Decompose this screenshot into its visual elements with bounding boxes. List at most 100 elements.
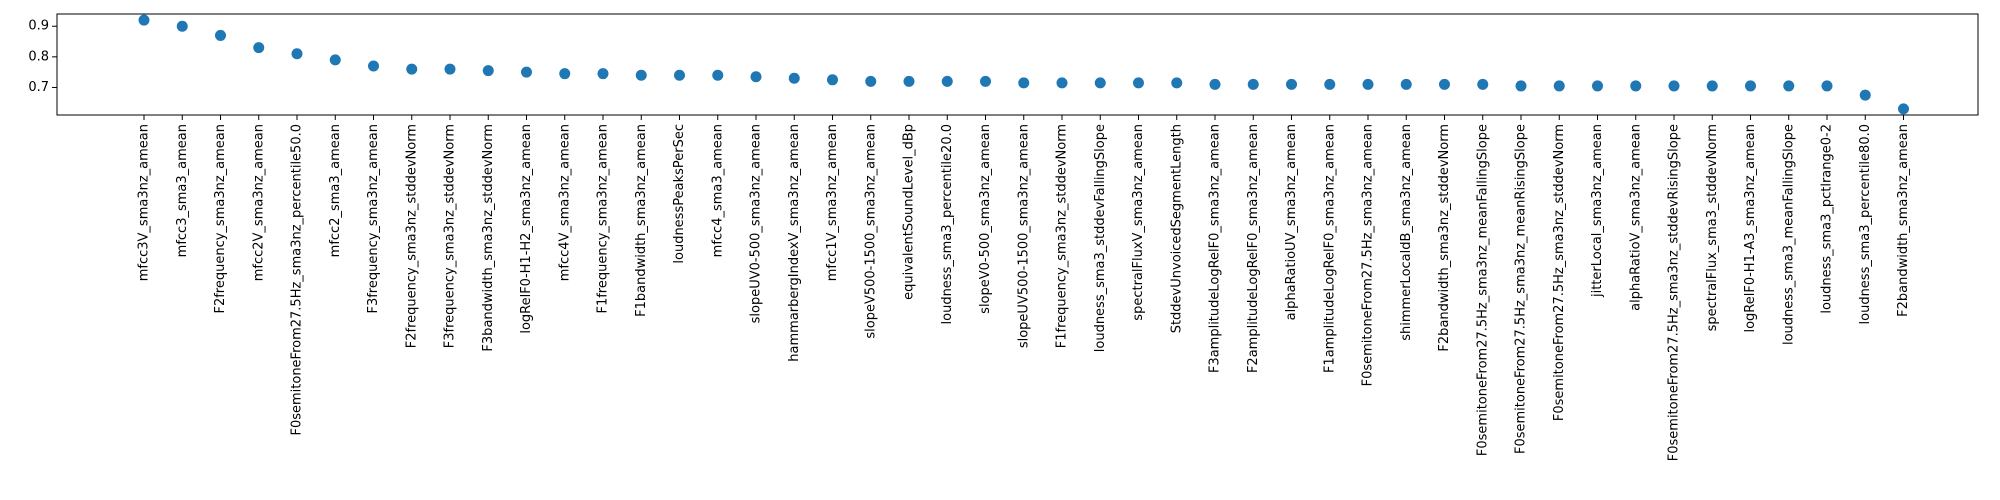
data-point xyxy=(865,75,877,87)
x-tick-label: F0semitoneFrom27.5Hz_sma3nz_stddevNorm xyxy=(1552,124,1567,421)
x-tick-label: F3bandwidth_sma3nz_stddevNorm xyxy=(481,124,496,352)
data-point xyxy=(980,75,991,87)
x-tick-label: mfcc2V_sma3nz_amean xyxy=(251,124,266,281)
x-tick-label: slopeV0-500_sma3nz_amean xyxy=(978,124,993,314)
x-tick-label: loudnessPeaksPerSec xyxy=(672,124,687,264)
x-tick-label: F3frequency_sma3nz_stddevNorm xyxy=(443,124,458,348)
data-point xyxy=(1439,78,1450,90)
data-point xyxy=(635,69,647,81)
data-point xyxy=(253,42,265,54)
data-point xyxy=(368,60,379,72)
data-point xyxy=(329,54,341,66)
data-point xyxy=(1859,89,1871,101)
x-tick-label: F0semitoneFrom27.5Hz_sma3nz_stddevRising… xyxy=(1667,124,1682,461)
x-tick-label: F1frequency_sma3nz_stddevNorm xyxy=(1055,124,1070,348)
data-point xyxy=(1706,80,1718,92)
y-tick-label: 0.9 xyxy=(28,19,49,34)
x-tick-label: F2amplitudeLogRelF0_sma3nz_amean xyxy=(1246,124,1261,373)
x-tick-label: loudness_sma3_percentile20.0 xyxy=(940,124,955,324)
data-point xyxy=(903,75,915,87)
x-tick-label: F1bandwidth_sma3nz_amean xyxy=(634,124,649,317)
x-tick-label: jitterLocal_sma3nz_amean xyxy=(1590,124,1605,298)
data-point xyxy=(291,48,303,60)
x-tick-label: F3amplitudeLogRelF0_sma3nz_amean xyxy=(1208,124,1223,373)
x-tick-label: F0semitoneFrom27.5Hz_sma3nz_meanFallingS… xyxy=(1475,124,1490,456)
x-tick-label: mfcc2_sma3_amean xyxy=(328,124,343,257)
data-point xyxy=(176,20,188,32)
data-point xyxy=(1247,78,1259,90)
data-point xyxy=(941,75,953,87)
x-tick-label: slopeUV0-500_sma3nz_amean xyxy=(749,124,764,323)
data-point xyxy=(444,63,456,75)
data-point xyxy=(521,66,532,78)
data-point xyxy=(1209,78,1221,90)
x-tick-label: mfcc4V_sma3nz_amean xyxy=(557,124,572,281)
x-tick-label: loudness_sma3_meanFallingSlope xyxy=(1781,124,1796,345)
data-point xyxy=(406,63,418,75)
x-tick-label: equivalentSoundLevel_dBp xyxy=(902,124,917,300)
x-tick-label: F2bandwidth_sma3nz_stddevNorm xyxy=(1437,124,1452,352)
data-point xyxy=(1592,80,1603,92)
data-point xyxy=(559,68,571,80)
x-tick-label: mfcc1V_sma3nz_amean xyxy=(825,124,840,281)
x-axis-ticks: mfcc3V_sma3nz_amean mfcc3_sma3_amean F2fre… xyxy=(137,115,1911,461)
data-point xyxy=(827,74,838,86)
data-point xyxy=(1094,77,1106,89)
y-axis-ticks: 0.7 0.8 0.9 xyxy=(28,19,57,95)
data-point xyxy=(1324,78,1336,90)
data-point xyxy=(1668,80,1680,92)
y-tick-label: 0.7 xyxy=(28,80,49,95)
x-tick-label: loudness_sma3_stddevFallingSlope xyxy=(1093,124,1108,352)
data-point xyxy=(1898,103,1909,115)
x-tick-label: mfcc3_sma3_amean xyxy=(175,124,190,257)
data-point xyxy=(1362,78,1374,90)
data-point xyxy=(1477,78,1489,90)
data-point xyxy=(597,68,609,80)
x-tick-label: logRelF0-H1-A3_sma3nz_amean xyxy=(1743,124,1758,333)
data-point xyxy=(750,71,762,83)
data-point xyxy=(674,69,685,81)
data-point xyxy=(1821,80,1833,92)
x-tick-label: mfcc3V_sma3nz_amean xyxy=(137,124,152,281)
data-point xyxy=(1056,77,1068,89)
x-tick-label: logRelF0-H1-H2_sma3nz_amean xyxy=(519,124,534,334)
data-points xyxy=(138,14,1909,115)
data-point xyxy=(1133,77,1144,89)
data-point xyxy=(1745,80,1756,92)
data-point xyxy=(1515,80,1527,92)
data-point xyxy=(138,14,150,26)
x-tick-label: F2frequency_sma3nz_amean xyxy=(213,124,228,314)
x-tick-label: F1frequency_sma3nz_amean xyxy=(596,124,611,314)
data-point xyxy=(712,69,724,81)
x-tick-label: spectralFlux_sma3_stddevNorm xyxy=(1705,124,1720,331)
x-tick-label: spectralFluxV_sma3nz_amean xyxy=(1131,124,1146,321)
x-tick-label: F2bandwidth_sma3nz_amean xyxy=(1896,124,1911,317)
x-tick-label: loudness_sma3_pctlrange0-2 xyxy=(1820,124,1835,314)
data-point xyxy=(1171,77,1183,89)
data-point xyxy=(1400,78,1412,90)
x-tick-label: mfcc4_sma3_amean xyxy=(710,124,725,257)
data-point xyxy=(1018,77,1030,89)
data-point xyxy=(1553,80,1565,92)
data-point xyxy=(1783,80,1795,92)
x-tick-label: F0semitoneFrom27.5Hz_sma3nz_percentile50… xyxy=(290,124,305,436)
x-tick-label: StddevUnvoicedSegmentLength xyxy=(1169,124,1184,333)
x-tick-label: alphaRatioV_sma3nz_amean xyxy=(1628,124,1643,311)
x-tick-label: shimmerLocaldB_sma3nz_amean xyxy=(1399,124,1414,341)
x-tick-label: F0semitoneFrom27.5Hz_sma3nz_amean xyxy=(1361,124,1376,386)
x-tick-label: F3frequency_sma3nz_amean xyxy=(366,124,381,314)
data-point xyxy=(215,29,226,41)
plot-area-frame xyxy=(56,13,1979,116)
x-tick-label: slopeV500-1500_sma3nz_amean xyxy=(863,124,878,339)
x-tick-label: F1amplitudeLogRelF0_sma3nz_amean xyxy=(1322,124,1337,373)
x-tick-label: alphaRatioUV_sma3nz_amean xyxy=(1284,124,1299,320)
data-point xyxy=(482,65,494,77)
x-tick-label: loudness_sma3_percentile80.0 xyxy=(1858,124,1873,324)
data-point xyxy=(1286,78,1297,90)
x-tick-label: F0semitoneFrom27.5Hz_sma3nz_meanRisingSl… xyxy=(1514,124,1529,454)
y-tick-label: 0.8 xyxy=(28,49,49,64)
data-point xyxy=(1630,80,1642,92)
x-tick-label: F2frequency_sma3nz_stddevNorm xyxy=(404,124,419,348)
x-tick-label: slopeUV500-1500_sma3nz_amean xyxy=(1016,124,1031,348)
